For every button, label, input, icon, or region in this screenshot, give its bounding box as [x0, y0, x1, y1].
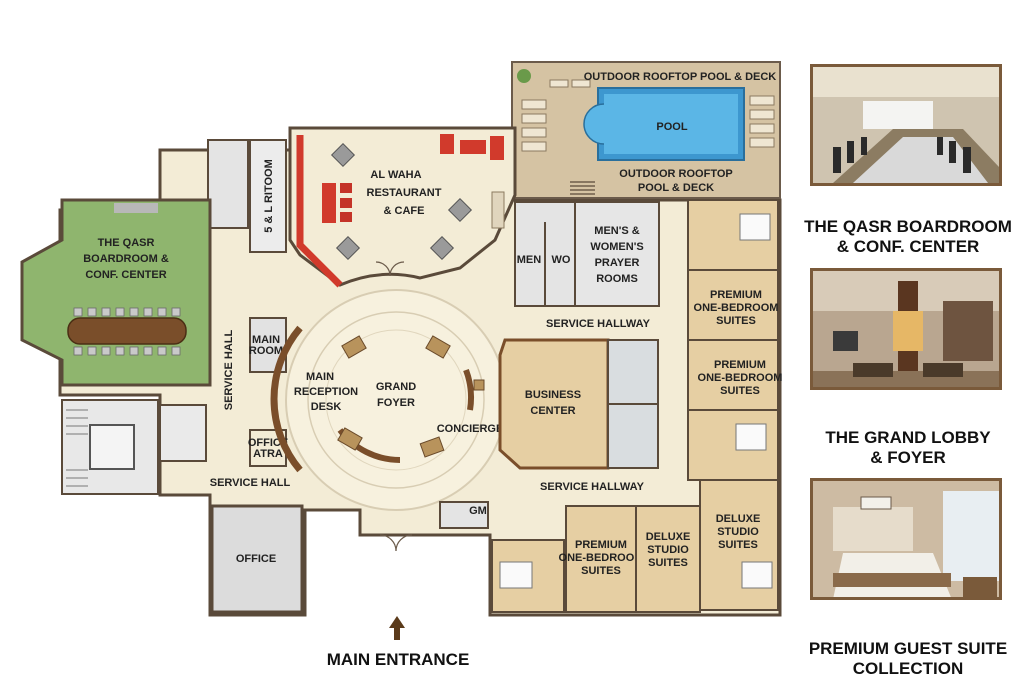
suite-column: PREMIUM ONE-BEDROOM SUITES PREMIUM ONE-B… — [687, 199, 783, 611]
pool-deck: OUTDOOR ROOFTOP POOL & DECK POOL OUTDOOR… — [511, 61, 781, 199]
restrooms: MEN WO — [514, 201, 576, 307]
kitchen: 5 & L RITOOM — [207, 139, 287, 253]
office-label: OFFICE — [236, 553, 276, 565]
boardroom-label-3: CONF. CENTER — [85, 269, 166, 281]
entrance-doors — [375, 261, 413, 552]
reception-label-3: DESK — [311, 401, 342, 413]
main-room-label-1: MAIN — [252, 334, 280, 346]
suite-caption: PREMIUM GUEST SUITE COLLECTION — [803, 639, 1013, 679]
premium-c-label-2: ONE-BEDROOM — [559, 552, 644, 564]
pool-deck-title: OUTDOOR ROOFTOP POOL & DECK — [584, 71, 777, 83]
kitchen-label: 5 & L RITOOM — [263, 159, 275, 233]
suite-photo — [810, 478, 1002, 600]
pool-label: POOL — [656, 121, 687, 133]
grand-foyer: MAIN RECEPTION DESK GRAND FOYER CONCIERG… — [270, 289, 507, 511]
studio-b-label-2: STUDIO — [717, 526, 759, 538]
foyer-label-2: FOYER — [377, 397, 415, 409]
lobby-caption-line-2: & FOYER — [870, 448, 946, 467]
main-room-label-2: ROOM — [249, 345, 283, 357]
reception-label-2: RECEPTION — [294, 386, 358, 398]
office: OFFICE — [210, 504, 304, 614]
restaurant-label-2: RESTAURANT — [367, 187, 442, 199]
studio-a-label-3: SUITES — [648, 557, 688, 569]
entrance-arrow-icon — [389, 616, 405, 640]
prayer-label-4: ROOMS — [596, 273, 638, 285]
business-label-1: BUSINESS — [525, 389, 581, 401]
premium-b-label-2: ONE-BEDROOM — [698, 372, 783, 384]
main-entrance-label: MAIN ENTRANCE — [327, 650, 470, 669]
premium-a-label-1: PREMIUM — [710, 289, 762, 301]
restaurant: AL WAHA RESTAURANT & CAFE — [288, 126, 517, 288]
reception-label-1: MAIN — [306, 371, 334, 383]
restaurant-label-1: AL WAHA — [370, 169, 421, 181]
boardroom-label-1: THE QASR — [98, 237, 155, 249]
studio-a-label-1: DELUXE — [646, 531, 691, 543]
premium-a-label-3: SUITES — [716, 315, 756, 327]
premium-b-label-1: PREMIUM — [714, 359, 766, 371]
business-center: BUSINESS CENTER — [498, 338, 659, 470]
premium-b-label-3: SUITES — [720, 385, 760, 397]
pool-deck-label-1: OUTDOOR ROOFTOP — [619, 168, 732, 180]
boardroom: THE QASR BOARDROOM & CONF. CENTER — [20, 198, 212, 387]
premium-c-label-1: PREMIUM — [575, 539, 627, 551]
floor-plan: OUTDOOR ROOFTOP POOL & DECK POOL OUTDOOR… — [20, 61, 783, 669]
restaurant-label-3: & CAFE — [384, 205, 425, 217]
boardroom-caption-line-2: & CONF. CENTER — [836, 237, 980, 256]
prayer-label-3: PRAYER — [595, 257, 640, 269]
studio-a-label-2: STUDIO — [647, 544, 689, 556]
gm-label: GM — [469, 505, 487, 517]
suite-caption-line-2: COLLECTION — [852, 659, 964, 678]
boardroom-photo — [810, 64, 1002, 186]
service-hall-vertical: SERVICE HALL — [223, 329, 235, 410]
boardroom-caption: THE QASR BOARDROOM & CONF. CENTER — [803, 217, 1013, 257]
prayer-label-2: WOMEN'S — [590, 241, 643, 253]
boardroom-caption-line-1: THE QASR BOARDROOM — [804, 217, 1012, 236]
studio-b-label-3: SUITES — [718, 539, 758, 551]
concierge-label: CONCIERGE — [437, 423, 504, 435]
suite-caption-line-1: PREMIUM GUEST SUITE — [808, 639, 1008, 658]
lobby-caption: THE GRAND LOBBY & FOYER — [803, 428, 1013, 468]
stairwell — [61, 399, 207, 495]
wo-label: WO — [552, 254, 571, 266]
prayer-rooms: MEN'S & WOMEN'S PRAYER ROOMS — [574, 201, 660, 307]
foyer-label-1: GRAND — [376, 381, 416, 393]
studio-b-label-1: DELUXE — [716, 513, 761, 525]
service-hallway-upper: SERVICE HALLWAY — [546, 318, 651, 330]
lobby-caption-line-1: THE GRAND LOBBY — [825, 428, 991, 447]
service-hallway-lower: SERVICE HALLWAY — [540, 481, 645, 493]
business-label-2: CENTER — [530, 405, 575, 417]
premium-a-label-2: ONE-BEDROOM — [694, 302, 779, 314]
men-label: MEN — [517, 254, 542, 266]
boardroom-label-2: BOARDROOM & — [83, 253, 169, 265]
service-hall-horizontal: SERVICE HALL — [210, 477, 291, 489]
prayer-label-1: MEN'S & — [594, 225, 639, 237]
office-atra-label-2: ATRA — [253, 448, 283, 460]
bottom-suites: PREMIUM ONE-BEDROOM SUITES DELUXE STUDIO… — [439, 501, 701, 613]
pool-deck-label-2: POOL & DECK — [638, 182, 714, 194]
lobby-photo — [810, 268, 1002, 390]
premium-c-label-3: SUITES — [581, 565, 621, 577]
